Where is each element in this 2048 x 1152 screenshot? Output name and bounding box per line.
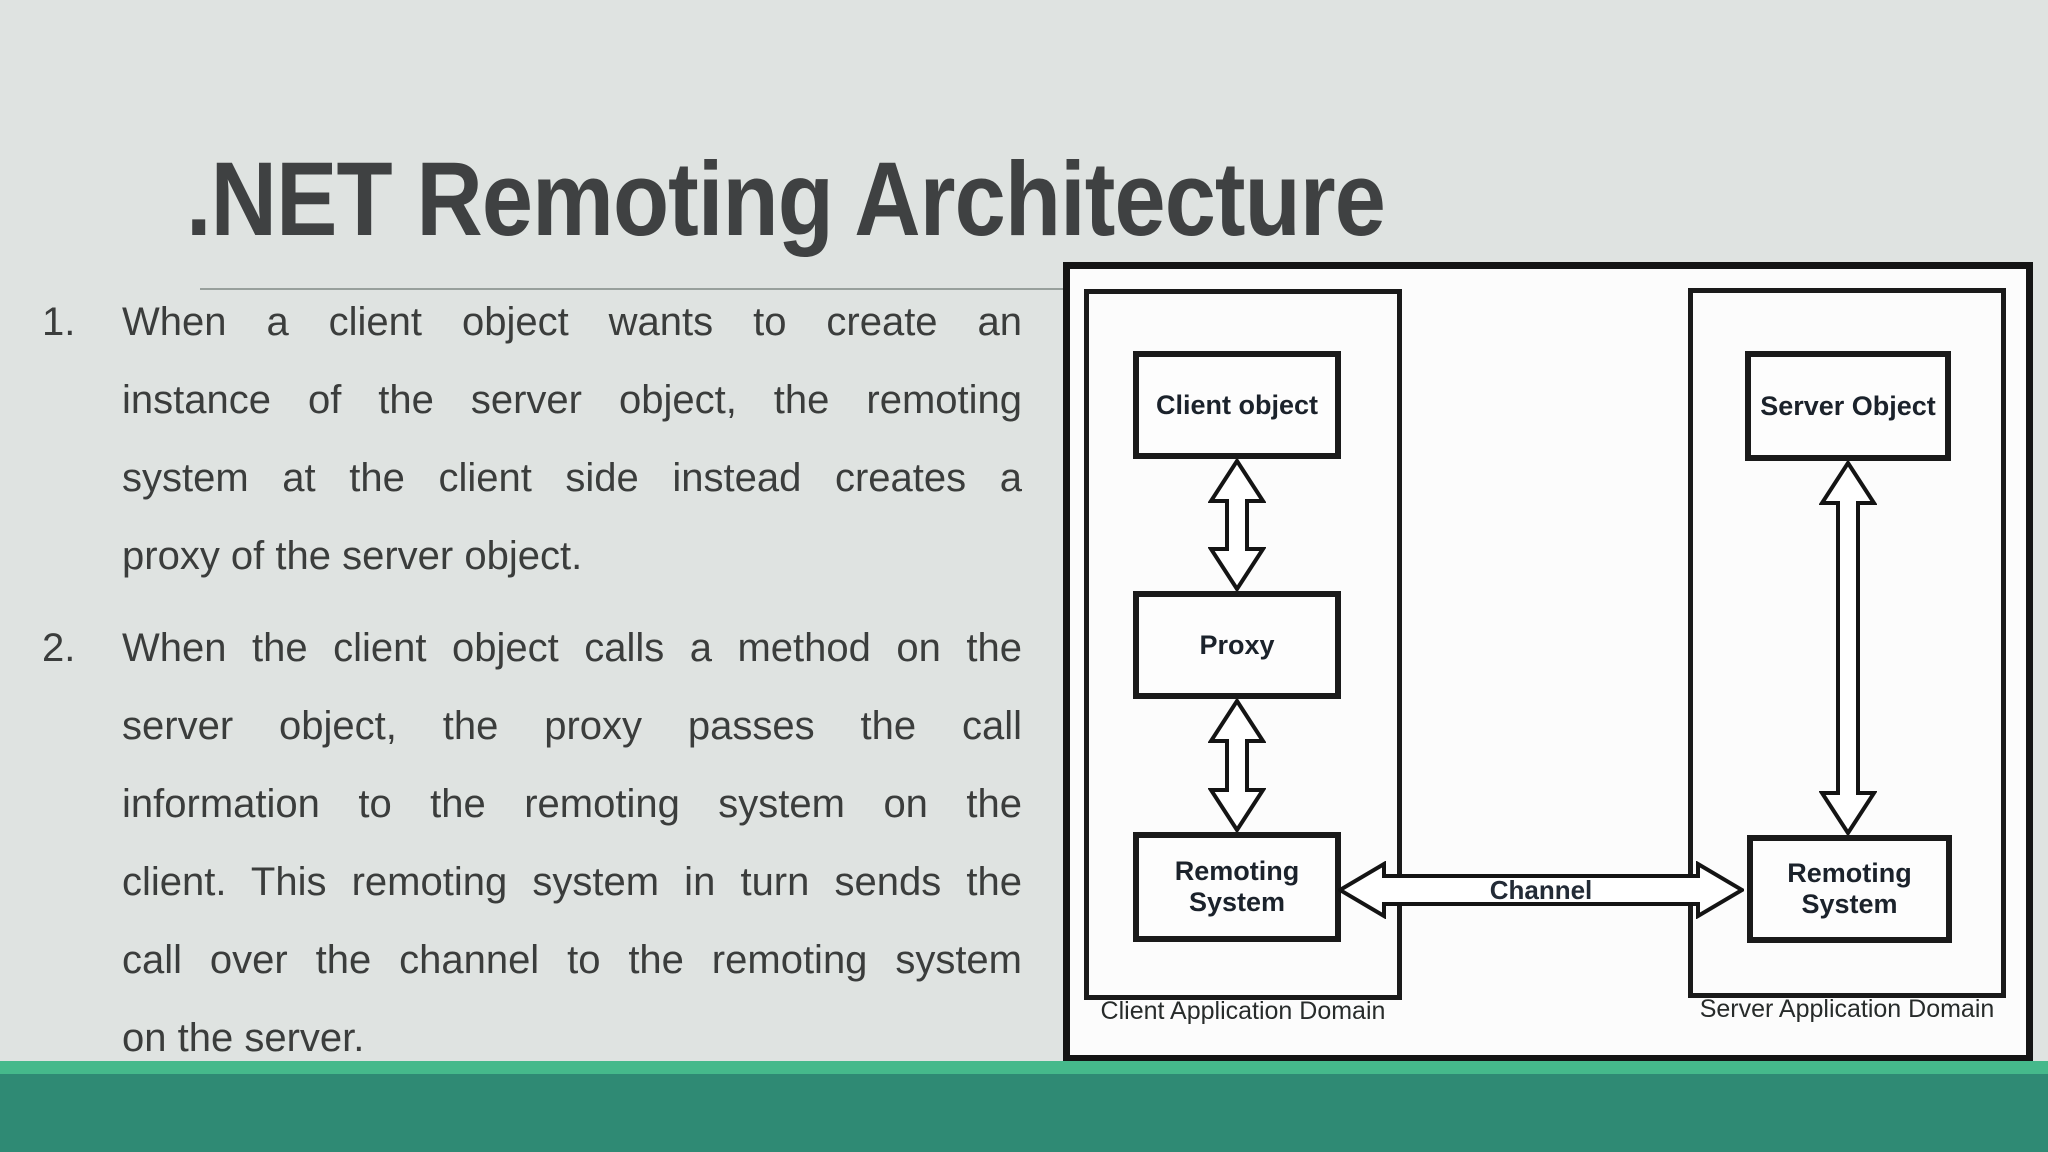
channel-double-arrow-icon [1338, 861, 1744, 919]
list-item-number: 2. [42, 626, 76, 670]
client-domain-caption: Client Application Domain [1100, 997, 1386, 1025]
title-underline [200, 288, 1463, 290]
client-object-box: Client object [1133, 351, 1341, 459]
list-item-text: When a client object wants to create an … [122, 283, 1022, 595]
item-text-line: client. This remoting system in turn sen… [122, 860, 1022, 904]
remoting-system-server-box: Remoting System [1747, 835, 1952, 943]
server-object-box: Server Object [1745, 351, 1951, 461]
item-text-line: on the server. [122, 1016, 365, 1060]
proxy-label: Proxy [1199, 629, 1275, 660]
server-domain-caption: Server Application Domain [1699, 995, 1995, 1023]
double-arrow-serverobject-remoting-icon [1819, 461, 1877, 835]
remoting-system-client-label: Remoting System [1174, 856, 1300, 917]
remoting-system-server-label: Remoting System [1787, 858, 1912, 919]
remoting-system-client-box: Remoting System [1133, 832, 1341, 942]
item-text-line: information to the remoting system on th… [122, 782, 1022, 826]
client-object-label: Client object [1155, 389, 1318, 420]
server-application-domain-box [1688, 288, 2006, 998]
item-text-line: call over the channel to the remoting sy… [122, 938, 1022, 982]
item-text-line: When a client object wants to create an [122, 300, 1022, 344]
slide-title: .NET Remoting Architecture [186, 141, 1386, 258]
item-text-line: server object, the proxy passes the call [122, 704, 1022, 748]
list-item-number: 1. [42, 300, 76, 344]
remoting-architecture-diagram: Client object Proxy Remoting System Serv… [1063, 262, 2033, 1062]
client-application-domain-box [1084, 289, 1402, 1000]
channel-label: Channel [1489, 875, 1593, 905]
footer-bar [0, 1074, 2048, 1152]
item-text-line: system at the client side instead create… [122, 456, 1022, 500]
list-item-text: When the client object calls a method on… [122, 609, 1022, 1077]
server-object-label: Server Object [1760, 390, 1936, 421]
item-text-line: When the client object calls a method on… [122, 626, 1022, 670]
footer-accent-strip [0, 1061, 2048, 1074]
double-arrow-client-proxy-icon [1208, 459, 1266, 591]
item-text-line: instance of the server object, the remot… [122, 378, 1022, 422]
item-text-line: proxy of the server object. [122, 534, 583, 578]
double-arrow-proxy-remoting-icon [1208, 699, 1266, 832]
proxy-box: Proxy [1133, 591, 1341, 699]
